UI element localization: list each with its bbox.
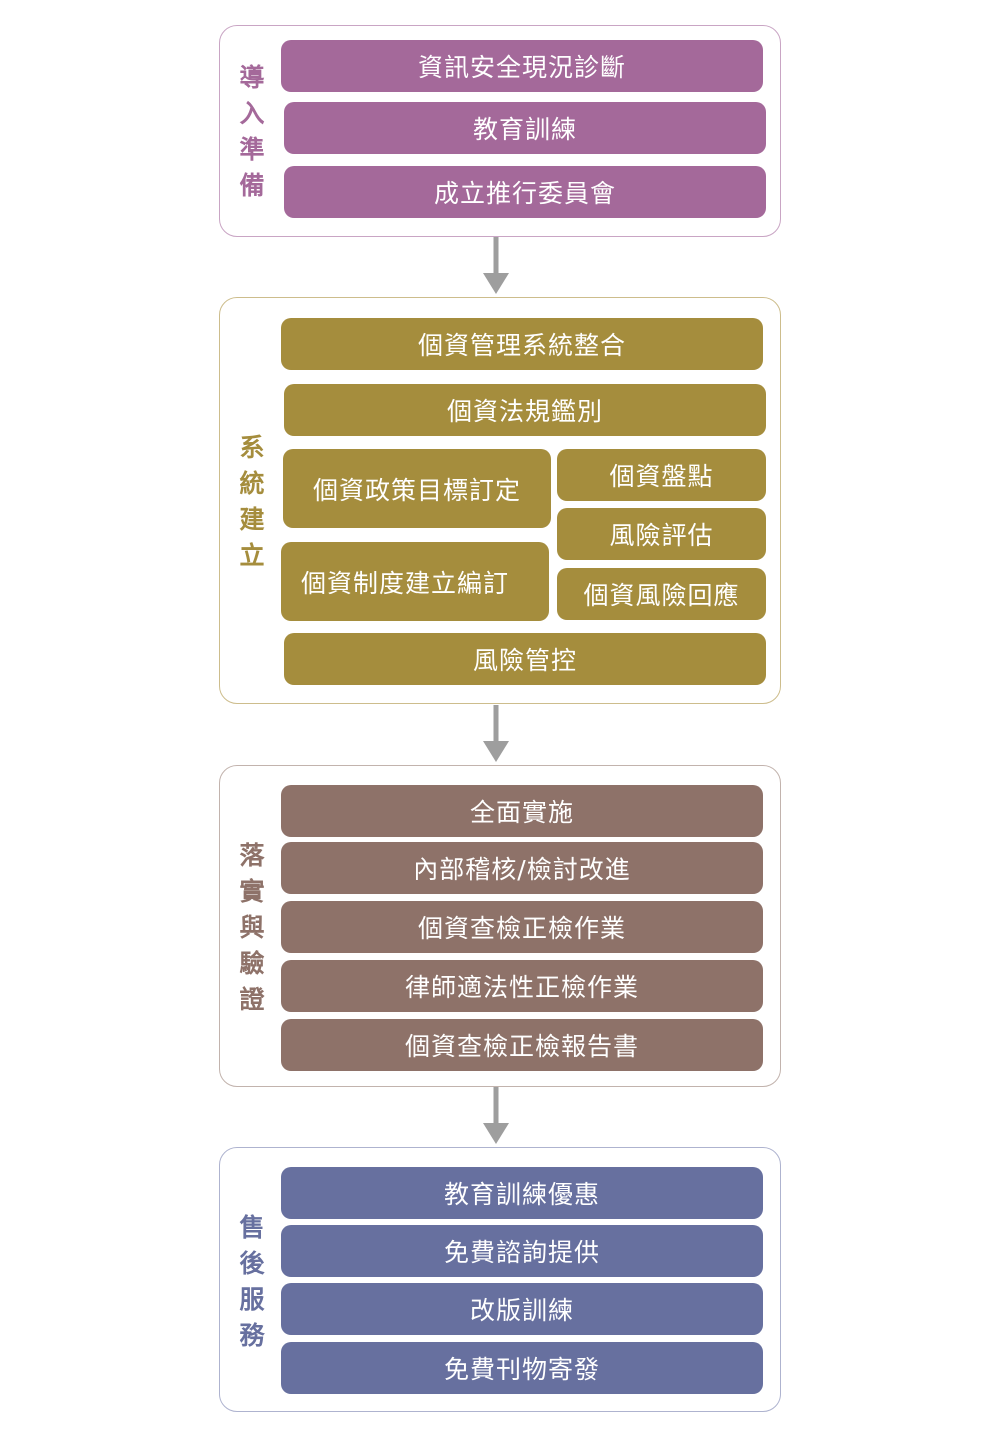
stage-label-char: 統 [239, 469, 265, 498]
stage-label-char: 落 [239, 841, 265, 870]
stage-2-item-law-identification: 個資法規鑑別 [284, 384, 766, 436]
stage-label-char: 入 [239, 99, 265, 128]
stage-label-char: 系 [239, 433, 265, 462]
stage-4-item-training-discount: 教育訓練優惠 [281, 1167, 763, 1219]
stage-label-char: 售 [239, 1213, 265, 1242]
stage-2-label: 系統建立 [235, 430, 269, 574]
stage-label-char: 準 [239, 135, 265, 164]
stage-label-char: 與 [239, 913, 265, 942]
stage-4-item-free-consulting: 免費諮詢提供 [281, 1225, 763, 1277]
stage-3-item-implementation: 全面實施 [281, 785, 763, 837]
stage-label-char: 驗 [239, 949, 265, 978]
stage-1-item-committee: 成立推行委員會 [284, 166, 766, 218]
stage-4-label: 售後服務 [235, 1210, 269, 1354]
stage-label-char: 務 [239, 1321, 265, 1350]
stage-2-item-inventory: 個資盤點 [557, 449, 766, 501]
stage-label-char: 建 [239, 505, 265, 534]
stage-3-item-legal-inspection: 律師適法性正檢作業 [281, 960, 763, 1012]
stage-2-item-system-integration: 個資管理系統整合 [281, 318, 763, 370]
stage-3-item-inspection: 個資查檢正檢作業 [281, 901, 763, 953]
stage-1-item-training: 教育訓練 [284, 102, 766, 154]
stage-3-label: 落實與驗證 [235, 838, 269, 1018]
stage-label-char: 後 [239, 1249, 265, 1278]
stage-2-item-system-compilation: 個資制度建立編訂 [281, 542, 549, 621]
arrow-down-icon [483, 1087, 509, 1144]
stage-2-item-risk-response: 個資風險回應 [557, 568, 766, 620]
stage-label-char: 服 [239, 1285, 265, 1314]
stage-label-char: 備 [239, 171, 265, 200]
stage-3-item-inspection-report: 個資查檢正檢報告書 [281, 1019, 763, 1071]
stage-1-item-diagnosis: 資訊安全現況診斷 [281, 40, 763, 92]
stage-4-item-revision-training: 改版訓練 [281, 1283, 763, 1335]
stage-label-char: 實 [239, 877, 265, 906]
stage-3-item-internal-audit: 內部稽核/檢討改進 [281, 842, 763, 894]
arrow-down-icon [483, 705, 509, 762]
stage-label-char: 立 [239, 541, 265, 570]
stage-label-char: 證 [239, 985, 265, 1014]
stage-4-item-free-publications: 免費刊物寄發 [281, 1342, 763, 1394]
arrow-down-icon [483, 237, 509, 294]
stage-label-char: 導 [239, 63, 265, 92]
stage-2-item-risk-control: 風險管控 [284, 633, 766, 685]
stage-2-item-policy-goals: 個資政策目標訂定 [283, 449, 551, 528]
stage-2-item-risk-assessment: 風險評估 [557, 508, 766, 560]
stage-1-label: 導入準備 [235, 60, 269, 204]
